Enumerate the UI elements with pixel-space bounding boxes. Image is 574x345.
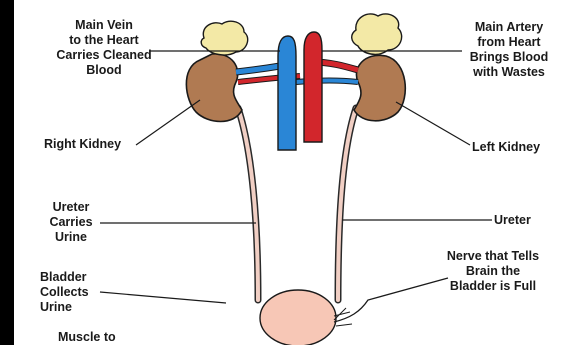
right-kidney-leader [136, 100, 200, 145]
nerve-label: Nerve that Tells Brain the Bladder is Fu… [430, 249, 556, 294]
ureter-right-label: Ureter [494, 213, 554, 228]
left-kidney-leader [396, 102, 470, 145]
main-vein-label: Main Vein to the Heart Carries Cleaned B… [40, 18, 168, 78]
right-kidney-shape [186, 54, 242, 122]
right-kidney-label: Right Kidney [44, 137, 136, 152]
main-artery-vessel [304, 32, 322, 142]
bladder-label: Bladder Collects Urine [40, 270, 100, 315]
bladder-leader [100, 292, 226, 303]
left-kidney-label: Left Kidney [472, 140, 556, 155]
right-adrenal-gland [201, 21, 247, 55]
muscle-label: Muscle to [58, 330, 148, 345]
left-adrenal-gland [352, 14, 402, 54]
bladder-shape [260, 290, 336, 345]
left-kidney-shape [354, 55, 405, 120]
main-vein-vessel [278, 36, 296, 150]
main-artery-label: Main Artery from Heart Brings Blood with… [448, 20, 570, 80]
ureter-left-label: Ureter Carries Urine [40, 200, 102, 245]
